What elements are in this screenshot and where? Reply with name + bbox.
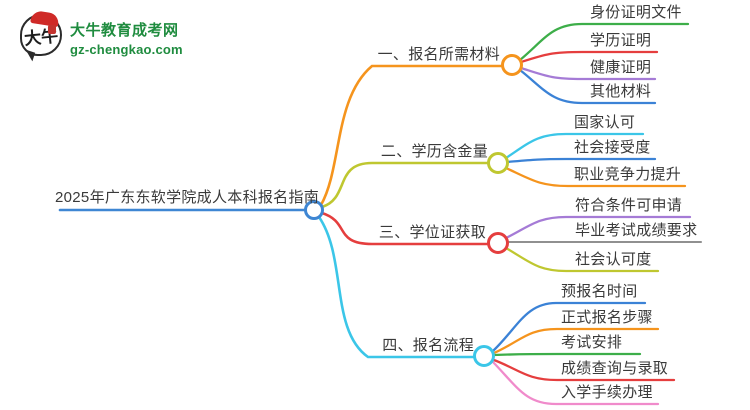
branch-2-label: 二、学历含金量 — [380, 143, 488, 160]
root-node-circle — [304, 200, 324, 220]
branch-3-child-1-label: 毕业考试成绩要求 — [575, 222, 698, 239]
branch-1-connector — [319, 64, 504, 207]
logo-title: 大牛教育成考网 — [70, 22, 179, 39]
daniu-bubble-icon: 大牛 — [20, 9, 62, 56]
branch-3-child-0-connector — [504, 215, 692, 240]
branch-1-child-3-connector — [518, 68, 657, 105]
branch-4-child-1-connector — [492, 327, 660, 355]
branch-1-child-2-connector — [519, 66, 657, 81]
branch-2-child-2-connector — [504, 166, 687, 188]
branch-2-child-1-label: 社会接受度 — [574, 139, 651, 156]
branch-4-child-4-label: 入学手续办理 — [561, 384, 653, 401]
branch-4-label: 四、报名流程 — [382, 337, 474, 354]
branch-2-node-circle — [487, 152, 509, 174]
branch-2-child-0-label: 国家认可 — [574, 114, 636, 131]
branch-1-child-3-label: 其他材料 — [590, 83, 652, 100]
branch-1-child-1-connector — [519, 50, 659, 64]
branch-3-node-circle — [487, 232, 509, 254]
branch-3-child-2-connector — [504, 246, 660, 273]
branch-4-child-0-connector — [491, 301, 647, 353]
branch-1-node-circle — [501, 54, 523, 76]
branch-4-node-circle — [473, 345, 495, 367]
logo-domain: gz-chengkao.com — [70, 42, 183, 57]
branch-4-child-0-label: 预报名时间 — [561, 283, 638, 300]
branch-1-child-0-label: 身份证明文件 — [590, 4, 682, 21]
branch-2-child-2-label: 职业竞争力提升 — [574, 166, 682, 183]
branch-3-label: 三、学位证获取 — [378, 224, 486, 241]
branch-4-child-2-connector — [492, 352, 642, 357]
branch-4-child-1-label: 正式报名步骤 — [561, 309, 653, 326]
branch-2-child-0-connector — [504, 132, 645, 160]
branch-1-child-1-label: 学历证明 — [590, 32, 652, 49]
branch-3-connector — [320, 211, 491, 246]
logo-text-block: 大牛教育成考网 gz-chengkao.com — [70, 14, 183, 57]
branch-4-child-2-label: 考试安排 — [561, 334, 623, 351]
branch-2-child-1-connector — [505, 157, 657, 164]
branch-4-child-3-connector — [492, 358, 676, 382]
branch-4-child-3-label: 成绩查询与录取 — [561, 360, 669, 377]
branch-3-child-0-label: 符合条件可申请 — [575, 197, 683, 214]
branch-4-child-4-connector — [491, 360, 660, 406]
site-logo: 大牛 大牛教育成考网 gz-chengkao.com — [20, 9, 183, 57]
root-node-label: 2025年广东东软学院成人本科报名指南 — [55, 189, 320, 206]
branch-1-child-0-connector — [518, 22, 690, 62]
branch-2-connector — [320, 161, 490, 209]
branch-1-label: 一、报名所需材料 — [377, 46, 500, 63]
red-seal-icon — [48, 25, 56, 34]
branch-1-child-2-label: 健康证明 — [590, 59, 652, 76]
branch-3-child-2-label: 社会认可度 — [575, 251, 652, 268]
branch-4-connector — [317, 215, 477, 359]
